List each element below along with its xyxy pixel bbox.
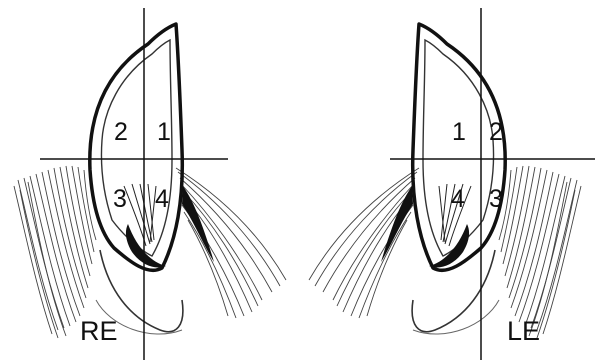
left-ear-figure xyxy=(309,8,595,360)
left-ear-quadrant-3: 3 xyxy=(489,185,503,213)
left-ear-hair-outer xyxy=(499,166,581,338)
left-ear-helix-outline xyxy=(413,24,506,270)
left-ear-hair-inner xyxy=(309,168,419,318)
right-ear-hair-right xyxy=(176,168,286,318)
right-ear-quadrant-2: 2 xyxy=(114,118,128,146)
left-ear-quadrant-2: 2 xyxy=(489,118,503,146)
left-ear-label: LE xyxy=(507,316,540,346)
left-ear-quadrant-1: 1 xyxy=(452,118,466,146)
right-ear-quadrant-3: 3 xyxy=(113,185,127,213)
right-ear-quadrant-1: 1 xyxy=(157,118,171,146)
left-ear-antihelix-outline xyxy=(423,40,494,256)
left-ear-quadrant-4: 4 xyxy=(451,185,465,213)
right-ear-label: RE xyxy=(80,316,118,346)
right-ear-antihelix-outline xyxy=(101,40,172,256)
right-ear-quadrant-4: 4 xyxy=(155,185,169,213)
right-ear-figure xyxy=(14,8,286,360)
right-ear-helix-outline xyxy=(90,24,183,270)
right-ear-hair-left xyxy=(14,166,96,338)
